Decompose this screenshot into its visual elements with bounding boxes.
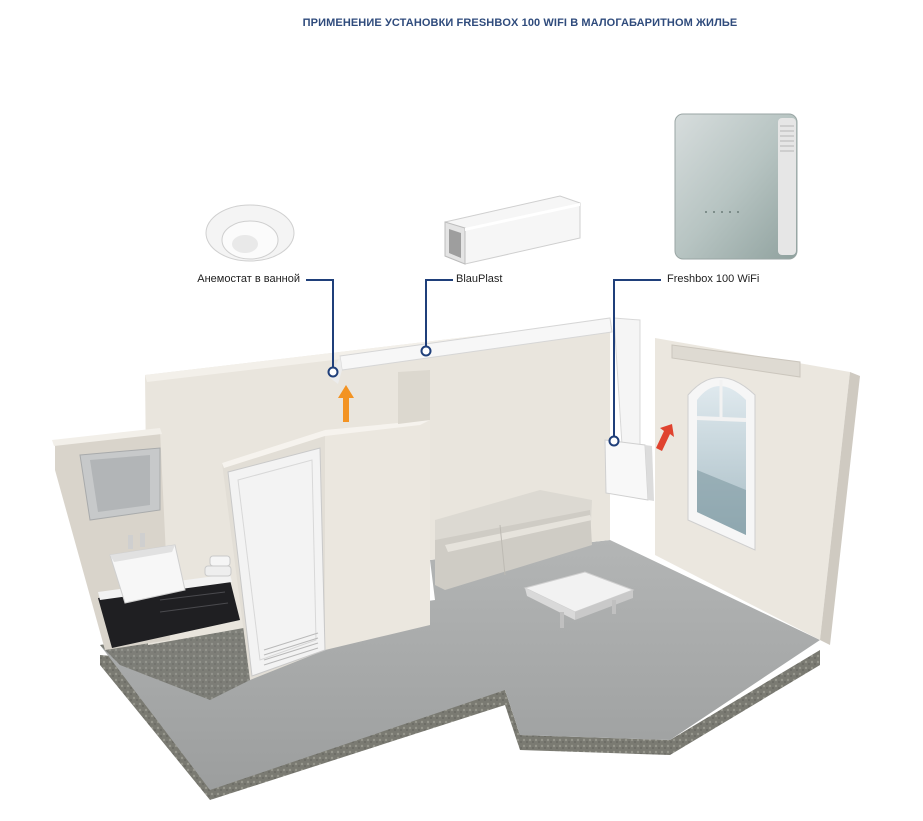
- freshbox-unit: [604, 439, 649, 501]
- ventilation-unit-icon: [674, 113, 798, 260]
- freshbox-marker: [608, 435, 620, 447]
- freshbox-label: Freshbox 100 WiFi: [667, 273, 760, 285]
- window: [687, 377, 756, 551]
- anemostat-marker: [327, 366, 339, 378]
- duct: [339, 317, 613, 371]
- exhaust-airflow-arrow: [656, 424, 674, 451]
- page-title: ПРИМЕНЕНИЕ УСТАНОВКИ FRESHBOX 100 WIFI В…: [302, 17, 738, 29]
- blauplast-marker: [420, 345, 432, 357]
- blauplast-label: BlauPlast: [456, 273, 503, 285]
- anemostat-label: Анемостат в ванной: [197, 273, 300, 285]
- callout-lines: [306, 279, 661, 440]
- coffee-table: [523, 571, 635, 628]
- ceiling-diffuser-icon: [205, 204, 295, 262]
- sink: [109, 544, 186, 604]
- vertical-duct: [613, 317, 641, 451]
- rectangular-duct-icon: [444, 195, 581, 265]
- bathroom-door: [227, 447, 326, 677]
- supply-airflow-arrow: [338, 385, 354, 422]
- floor: [100, 540, 820, 790]
- sofa: [435, 490, 592, 590]
